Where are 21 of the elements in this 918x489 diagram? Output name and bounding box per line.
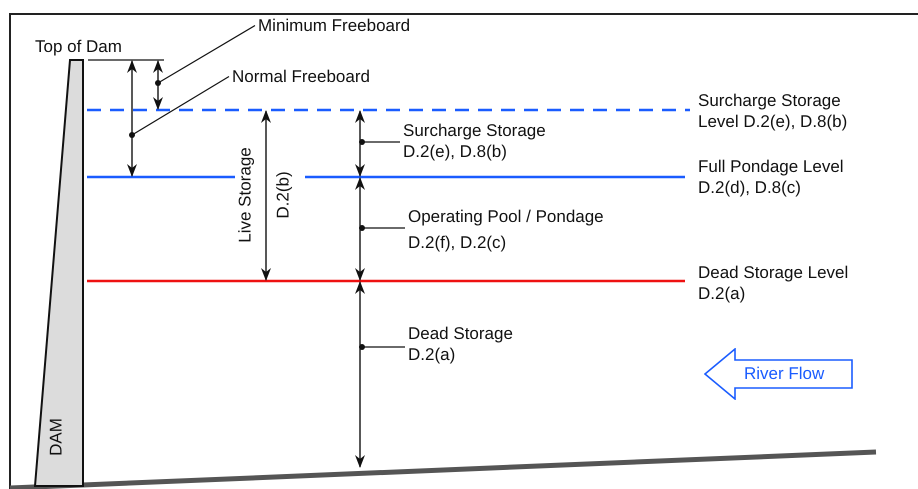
leader-line [359, 344, 405, 350]
dimension-label: D.2(b) [272, 171, 294, 219]
leader-line [155, 24, 256, 86]
leader-line [359, 139, 400, 145]
callout-label: Dead Storage [408, 323, 513, 344]
callout-label: Normal Freeboard [232, 66, 370, 87]
callout-label: Surcharge Storage [403, 120, 546, 141]
callout-label: Minimum Freeboard [258, 15, 410, 36]
callout-label: D.2(f), D.2(c) [408, 232, 508, 254]
callout-label: Operating Pool / Pondage [408, 206, 604, 228]
crest-label: Top of Dam [35, 36, 122, 57]
level-label: Full Pondage Level D.2(d), D.8(c) [698, 156, 845, 198]
callout-label: D.2(a) [408, 344, 456, 365]
level-label: Surcharge Storage Level D.2(e), D.8(b) [698, 90, 848, 132]
dimension-label: Live Storage [234, 147, 256, 243]
leader-line [359, 225, 405, 231]
arrow-label: River Flow [744, 363, 824, 384]
dam-label: DAM [46, 418, 66, 456]
level-label: Dead Storage Level D.2(a) [698, 262, 850, 304]
callout-label: D.2(e), D.8(b) [403, 141, 508, 162]
leader-line [129, 76, 230, 138]
